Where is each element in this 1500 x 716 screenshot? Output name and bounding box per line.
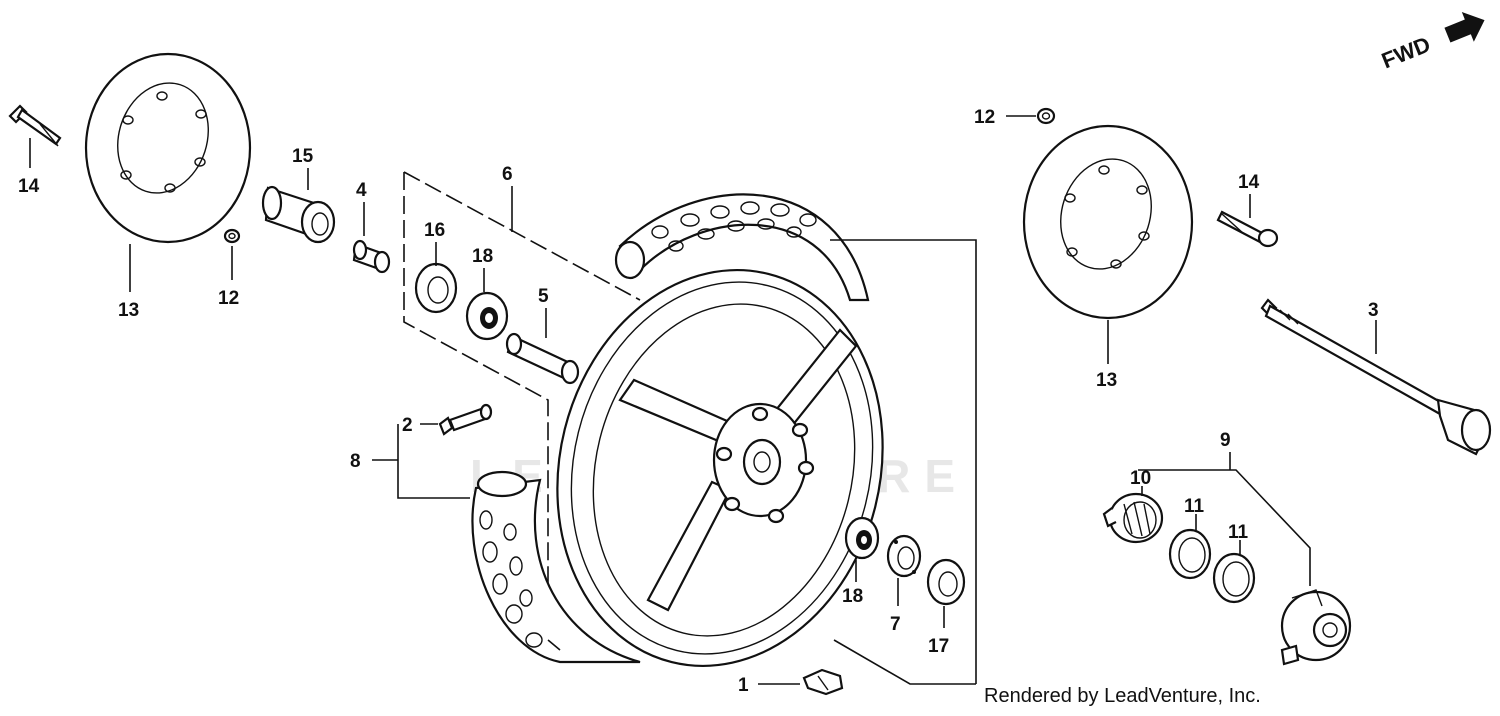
axle-distance-collar [505,332,580,385]
callout-4: 4 [356,180,367,201]
callout-14-left: 14 [18,176,40,197]
oil-seal-a [1168,528,1212,580]
disc-nut-right [1036,107,1056,125]
callout-7: 7 [890,614,901,635]
callout-18-right: 18 [842,586,863,607]
balance-weight [802,668,844,696]
callout-10: 10 [1130,468,1151,489]
dust-seal-left [414,262,458,314]
assembly-bracket-9 [1138,469,1311,586]
radial-bearing-left [465,291,509,341]
assembly-bracket-bottom [833,639,976,685]
callout-2: 2 [402,415,413,436]
front-tire [471,193,870,664]
callout-14-right: 14 [1238,172,1260,193]
callout-13-right: 13 [1096,370,1117,391]
callout-3: 3 [1368,300,1379,321]
callout-17: 17 [928,636,949,657]
callout-8: 8 [350,451,361,472]
brake-disc-left [84,52,252,244]
cast-wheel [556,269,884,667]
bearing-retainer [886,534,922,578]
radial-bearing-right [844,516,880,560]
assembly-bracket-6-left [403,172,549,640]
assembly-bracket-8 [397,424,470,499]
callout-16: 16 [424,220,445,241]
callout-11-first: 11 [1184,496,1205,517]
fwd-arrow-icon [1444,12,1485,43]
callout-5: 5 [538,286,549,307]
fwd-direction-indicator: FWD [1378,12,1485,73]
fwd-label: FWD [1378,31,1434,73]
assembly-bracket-right [830,239,977,684]
tire-valve [438,403,493,436]
callout-9: 9 [1220,430,1231,451]
side-collar [261,185,336,244]
disc-bolt-left [8,104,62,147]
render-credit: Rendered by LeadVenture, Inc. [984,685,1261,707]
disc-nut-left [223,228,241,244]
distance-collar [352,239,391,274]
front-axle [1260,298,1492,456]
callout-6: 6 [502,164,513,185]
disc-bolt-right [1216,210,1279,248]
callout-15: 15 [292,146,314,167]
callout-12-left: 12 [218,288,239,309]
speedometer-gearbox [1280,589,1352,666]
oil-seal-b [1212,552,1256,604]
callout-1: 1 [738,675,749,696]
callout-13-left: 13 [118,300,139,321]
callout-12-right: 12 [974,107,995,128]
dust-seal-right [926,558,966,606]
callout-18-left: 18 [472,246,493,267]
assembly-bracket-6-top [403,171,641,301]
speedometer-gear-retainer [1102,492,1164,544]
brake-disc-right [1022,124,1194,320]
callout-11-second: 11 [1228,522,1249,543]
